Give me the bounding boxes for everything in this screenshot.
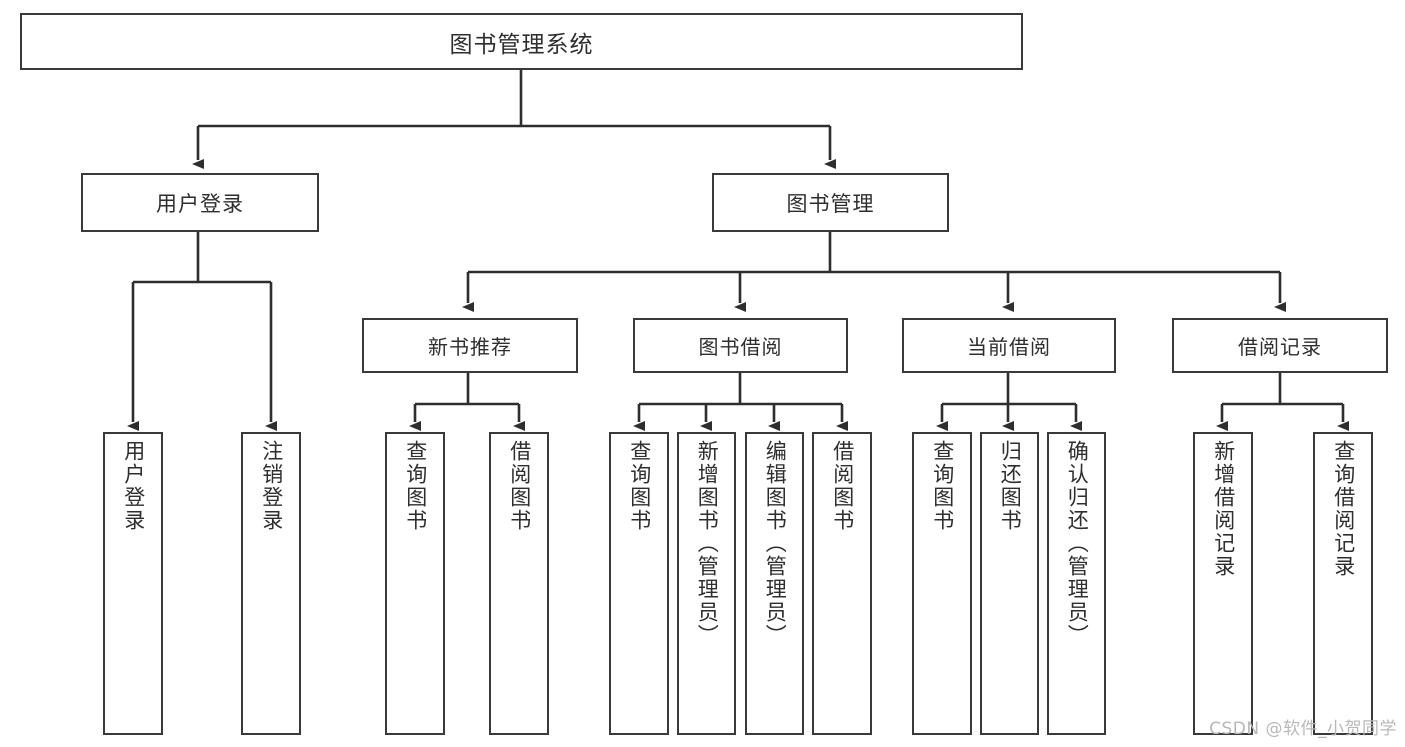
leaf-edit-book[interactable]: 编辑图书（管理员） — [745, 432, 804, 735]
leaf-logout[interactable]: 注销登录 — [241, 432, 301, 735]
leaf-edit-book-label: 编辑图书（管理员） — [763, 440, 788, 647]
leaf-query-book-3[interactable]: 查询图书 — [912, 432, 972, 735]
leaf-add-book[interactable]: 新增图书（管理员） — [677, 432, 736, 735]
leaf-confirm-return-label: 确认归还（管理员） — [1065, 440, 1090, 647]
leaf-borrow-book-1[interactable]: 借阅图书 — [489, 432, 549, 735]
leaf-query-book-2[interactable]: 查询图书 — [609, 432, 669, 735]
leaf-query-book-1[interactable]: 查询图书 — [385, 432, 445, 735]
leaf-confirm-return[interactable]: 确认归还（管理员） — [1047, 432, 1106, 735]
leaf-query-book-1-label: 查询图书 — [403, 440, 428, 532]
leaf-add-record[interactable]: 新增借阅记录 — [1193, 432, 1253, 735]
node-borrow-record[interactable]: 借阅记录 — [1172, 318, 1388, 373]
node-book-borrow[interactable]: 图书借阅 — [633, 318, 848, 373]
node-book-manage-label: 图书管理 — [786, 191, 875, 216]
leaf-query-record[interactable]: 查询借阅记录 — [1313, 432, 1373, 735]
leaf-borrow-book-2-label: 借阅图书 — [830, 440, 855, 532]
node-new-book-rec-label: 新书推荐 — [428, 335, 512, 359]
leaf-add-book-label: 新增图书（管理员） — [695, 440, 720, 647]
leaf-borrow-book-1-label: 借阅图书 — [507, 440, 532, 532]
leaf-user-login[interactable]: 用户登录 — [103, 432, 163, 735]
leaf-query-record-label: 查询借阅记录 — [1331, 440, 1356, 578]
node-new-book-rec[interactable]: 新书推荐 — [362, 318, 578, 373]
leaf-logout-label: 注销登录 — [259, 440, 284, 532]
leaf-return-book-label: 归还图书 — [998, 440, 1023, 532]
leaf-return-book[interactable]: 归还图书 — [980, 432, 1039, 735]
node-current-borrow-label: 当前借阅 — [967, 335, 1051, 359]
node-user-login[interactable]: 用户登录 — [81, 173, 319, 232]
watermark: CSDN @软件_小贺同学 — [1209, 719, 1397, 739]
leaf-borrow-book-2[interactable]: 借阅图书 — [812, 432, 872, 735]
node-user-login-label: 用户登录 — [156, 191, 244, 216]
node-current-borrow[interactable]: 当前借阅 — [902, 318, 1116, 373]
leaf-query-book-3-label: 查询图书 — [930, 440, 955, 532]
node-root[interactable]: 图书管理系统 — [20, 13, 1023, 70]
node-borrow-record-label: 借阅记录 — [1238, 335, 1322, 359]
node-book-manage[interactable]: 图书管理 — [712, 173, 949, 232]
leaf-query-book-2-label: 查询图书 — [627, 440, 652, 532]
leaf-user-login-label: 用户登录 — [121, 440, 146, 532]
leaf-add-record-label: 新增借阅记录 — [1211, 440, 1236, 578]
node-root-label: 图书管理系统 — [449, 31, 594, 58]
node-book-borrow-label: 图书借阅 — [698, 335, 783, 359]
